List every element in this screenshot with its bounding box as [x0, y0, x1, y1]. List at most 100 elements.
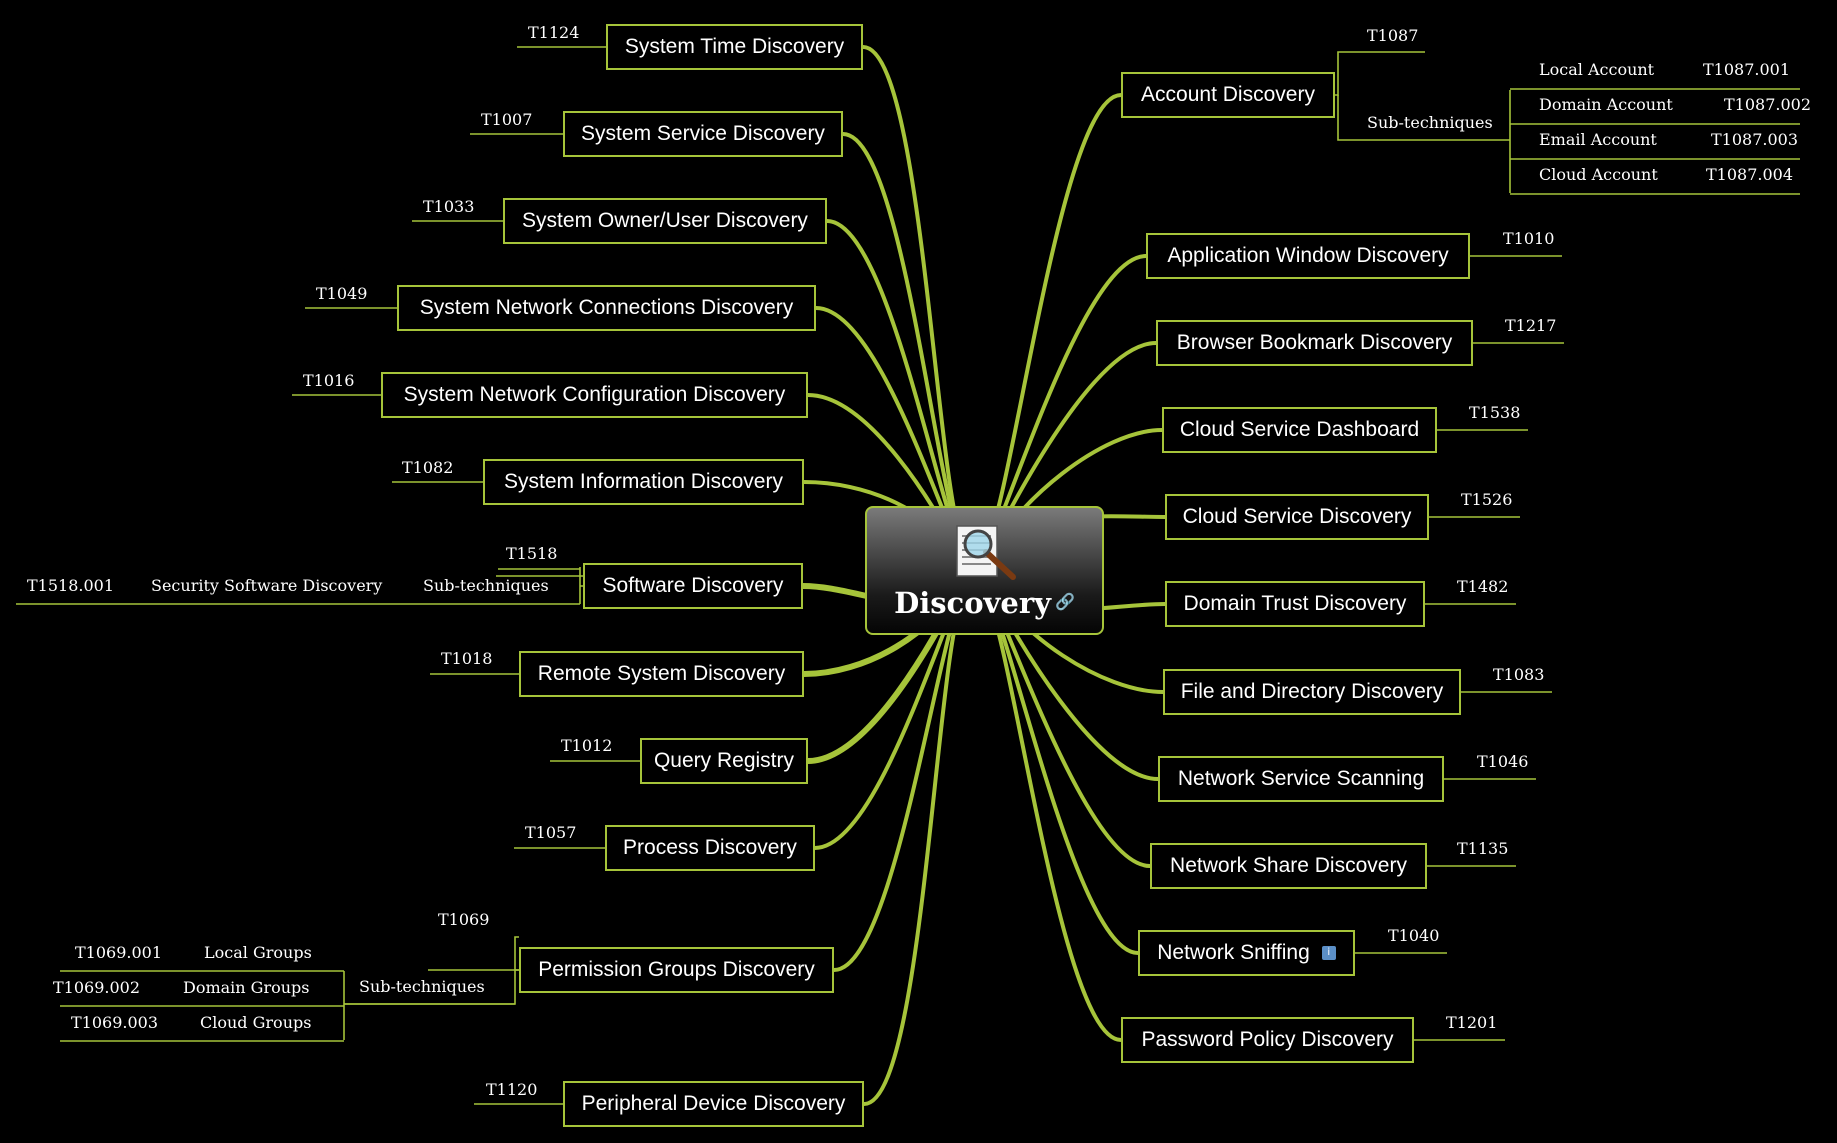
topic-system-owner-user-discovery[interactable]: System Owner/User Discovery [503, 198, 827, 244]
branch-password-policy-discovery [983, 589, 1122, 1042]
topic-system-service-discovery-label: System Service Discovery [581, 122, 825, 145]
technique-id-t1526: T1526 [1461, 490, 1513, 509]
topic-system-network-connections-discovery-label: System Network Connections Discovery [419, 296, 794, 319]
topic-peripheral-device-discovery[interactable]: Peripheral Device Discovery [563, 1081, 864, 1127]
account-sub-bracket [1337, 95, 1510, 141]
topic-system-time-discovery[interactable]: System Time Discovery [606, 24, 863, 70]
topic-permission-groups-discovery[interactable]: Permission Groups Discovery [519, 947, 834, 993]
account-id-bracket [1335, 51, 1425, 96]
sub-technique-local-groups: Local Groups [204, 943, 312, 962]
topic-account-discovery[interactable]: Account Discovery [1121, 72, 1335, 118]
technique-id-t1082: T1082 [402, 458, 454, 477]
technique-id-t1083: T1083 [1493, 665, 1545, 684]
technique-id-t1518-001: T1518.001 [27, 576, 115, 595]
topic-system-owner-user-discovery-label: System Owner/User Discovery [522, 209, 808, 232]
topic-application-window-discovery-label: Application Window Discovery [1167, 244, 1449, 267]
link-icon[interactable]: 🔗 [1055, 593, 1075, 611]
central-topic-title: Discovery [894, 585, 1051, 620]
sub-technique-domain-groups: Domain Groups [183, 978, 310, 997]
topic-cloud-service-dashboard[interactable]: Cloud Service Dashboard [1162, 407, 1437, 453]
sub-technique-cloud-groups: Cloud Groups [200, 1013, 312, 1032]
sub-technique-email-account: Email Account [1539, 130, 1657, 149]
topic-application-window-discovery[interactable]: Application Window Discovery [1146, 233, 1470, 279]
technique-id-t1217: T1217 [1505, 316, 1557, 335]
topic-file-and-directory-discovery[interactable]: File and Directory Discovery [1163, 669, 1461, 715]
magnifier-document-icon [955, 524, 1016, 580]
topic-system-information-discovery-label: System Information Discovery [504, 470, 783, 493]
technique-id-t1033: T1033 [423, 197, 475, 216]
sub-technique-cloud-account: Cloud Account [1539, 165, 1658, 184]
technique-id-t1087-002: T1087.002 [1724, 95, 1812, 114]
topic-network-service-scanning-label: Network Service Scanning [1177, 767, 1425, 790]
technique-id-t1069: T1069 [438, 910, 490, 929]
topic-network-sniffing-label: Network Sniffing [1157, 941, 1310, 964]
topic-system-service-discovery[interactable]: System Service Discovery [563, 111, 843, 157]
topic-network-share-discovery-label: Network Share Discovery [1170, 854, 1407, 877]
technique-id-t1018: T1018 [441, 649, 493, 668]
topic-system-network-configuration-discovery-label: System Network Configuration Discovery [403, 383, 786, 406]
topic-system-time-discovery-label: System Time Discovery [624, 35, 845, 58]
topic-remote-system-discovery[interactable]: Remote System Discovery [519, 651, 804, 697]
topic-browser-bookmark-discovery-label: Browser Bookmark Discovery [1176, 331, 1453, 354]
technique-id-t1046: T1046 [1477, 752, 1529, 771]
topic-remote-system-discovery-label: Remote System Discovery [537, 662, 786, 685]
central-topic[interactable]: Discovery 🔗 [865, 506, 1104, 635]
topic-password-policy-discovery-label: Password Policy Discovery [1141, 1028, 1394, 1051]
technique-id-t1120: T1120 [486, 1080, 538, 1099]
technique-id-t1049: T1049 [316, 284, 368, 303]
technique-id-t1069-003: T1069.003 [71, 1013, 159, 1032]
technique-id-t1007: T1007 [481, 110, 533, 129]
topic-permission-groups-discovery-label: Permission Groups Discovery [538, 958, 815, 981]
sub-technique-security-software-discovery: Security Software Discovery [151, 576, 383, 595]
topic-query-registry-label: Query Registry [653, 749, 795, 772]
topic-network-sniffing[interactable]: Network Sniffing i [1138, 930, 1355, 976]
topic-network-service-scanning[interactable]: Network Service Scanning [1158, 756, 1444, 802]
technique-id-t1087-001: T1087.001 [1703, 60, 1791, 79]
topic-query-registry[interactable]: Query Registry [640, 738, 808, 784]
technique-id-t1012: T1012 [561, 736, 613, 755]
sub-techniques-label: Sub-techniques [359, 977, 485, 996]
topic-network-share-discovery[interactable]: Network Share Discovery [1150, 843, 1427, 889]
topic-browser-bookmark-discovery[interactable]: Browser Bookmark Discovery [1156, 320, 1473, 366]
technique-id-t1482: T1482 [1457, 577, 1509, 596]
topic-domain-trust-discovery-label: Domain Trust Discovery [1183, 592, 1407, 615]
technique-id-t1016: T1016 [303, 371, 355, 390]
topic-cloud-service-discovery[interactable]: Cloud Service Discovery [1165, 494, 1429, 540]
sub-techniques-label: Sub-techniques [1367, 113, 1493, 132]
topic-process-discovery[interactable]: Process Discovery [605, 825, 815, 871]
technique-id-t1087: T1087 [1367, 26, 1419, 45]
topic-software-discovery[interactable]: Software Discovery [583, 563, 803, 609]
technique-id-t1538: T1538 [1469, 403, 1521, 422]
technique-id-t1124: T1124 [528, 23, 580, 42]
technique-id-t1135: T1135 [1457, 839, 1509, 858]
topic-system-information-discovery[interactable]: System Information Discovery [483, 459, 804, 505]
topic-file-and-directory-discovery-label: File and Directory Discovery [1180, 680, 1444, 703]
topic-domain-trust-discovery[interactable]: Domain Trust Discovery [1165, 581, 1425, 627]
topic-cloud-service-dashboard-label: Cloud Service Dashboard [1179, 418, 1420, 441]
sub-technique-local-account: Local Account [1539, 60, 1655, 79]
technique-id-t1057: T1057 [525, 823, 577, 842]
technique-id-t1087-003: T1087.003 [1711, 130, 1799, 149]
topic-account-discovery-label: Account Discovery [1141, 83, 1315, 106]
sub-techniques-label: Sub-techniques [423, 576, 549, 595]
technique-id-t1201: T1201 [1446, 1013, 1498, 1032]
topic-password-policy-discovery[interactable]: Password Policy Discovery [1121, 1017, 1414, 1063]
topic-process-discovery-label: Process Discovery [623, 836, 797, 859]
topic-system-network-configuration-discovery[interactable]: System Network Configuration Discovery [381, 372, 808, 418]
info-icon[interactable]: i [1321, 946, 1336, 960]
branch-peripheral-device-discovery [863, 588, 967, 1106]
technique-id-t1069-001: T1069.001 [75, 943, 163, 962]
branch-network-sniffing [983, 585, 1139, 955]
topic-system-network-connections-discovery[interactable]: System Network Connections Discovery [397, 285, 816, 331]
topic-software-discovery-label: Software Discovery [602, 574, 784, 597]
sub-bracket [579, 567, 583, 604]
technique-id-t1518: T1518 [506, 544, 558, 563]
technique-id-t1087-004: T1087.004 [1706, 165, 1794, 184]
branch-system-time-discovery [862, 45, 967, 552]
topic-peripheral-device-discovery-label: Peripheral Device Discovery [581, 1092, 846, 1115]
technique-id-t1069-002: T1069.002 [53, 978, 141, 997]
technique-id-t1040: T1040 [1388, 926, 1440, 945]
technique-id-t1010: T1010 [1503, 229, 1555, 248]
sub-technique-domain-account: Domain Account [1539, 95, 1673, 114]
topic-cloud-service-discovery-label: Cloud Service Discovery [1182, 505, 1412, 528]
